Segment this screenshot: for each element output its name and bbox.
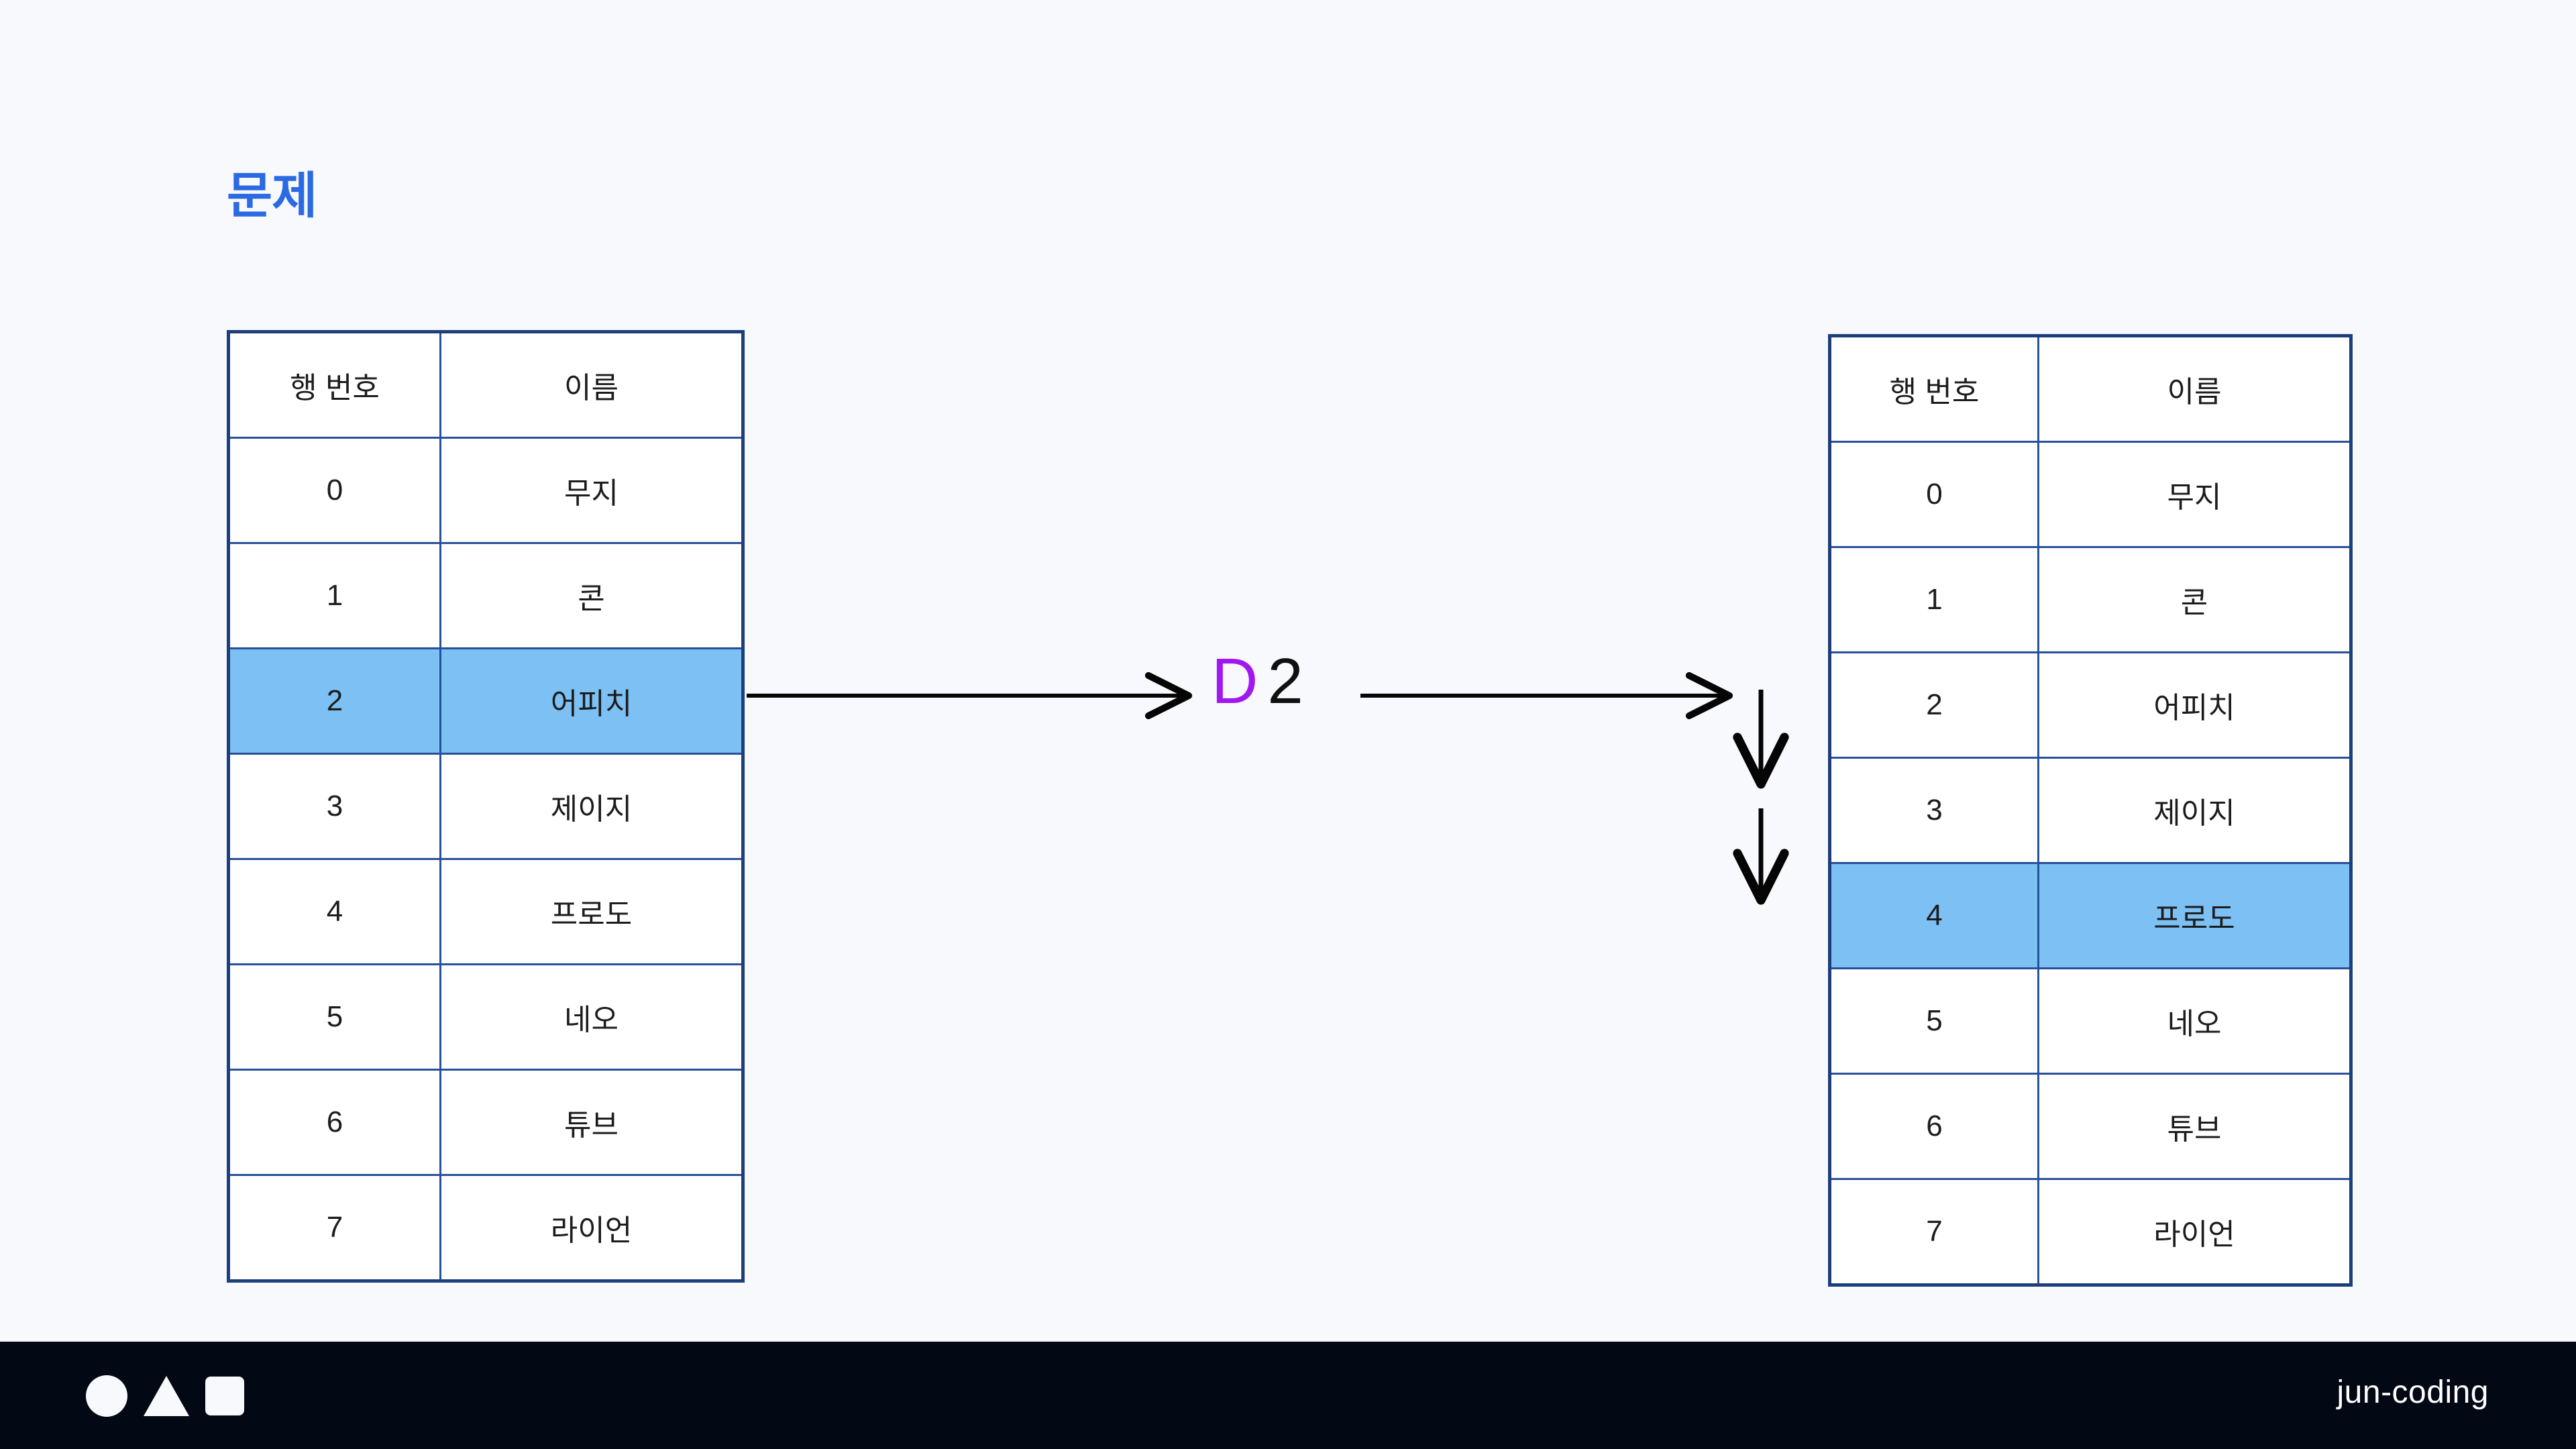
cell-name: 무지 xyxy=(2037,441,2352,548)
cell-name: 프로도 xyxy=(439,858,744,965)
column-header-index: 행 번호 xyxy=(1829,335,2039,443)
cell-name: 콘 xyxy=(439,542,744,649)
cell-name: 제이지 xyxy=(2037,757,2352,864)
column-header-name: 이름 xyxy=(2037,335,2352,443)
cell-name: 어피치 xyxy=(439,647,744,755)
cell-row-index: 5 xyxy=(227,963,441,1071)
cell-name: 튜브 xyxy=(2037,1073,2352,1180)
cell-name: 콘 xyxy=(2037,546,2352,653)
circle-icon xyxy=(86,1375,127,1417)
square-icon xyxy=(205,1377,244,1415)
cell-row-index: 6 xyxy=(1829,1073,2039,1180)
footer-logo xyxy=(86,1375,244,1417)
cell-name: 제이지 xyxy=(439,753,744,860)
cell-name: 어피치 xyxy=(2037,651,2352,759)
cell-row-index: 6 xyxy=(227,1069,441,1176)
brand-label: jun-coding xyxy=(2337,1375,2489,1410)
cell-name: 라이언 xyxy=(439,1174,744,1282)
cell-name: 네오 xyxy=(439,963,744,1071)
cell-row-index: 7 xyxy=(227,1174,441,1282)
cell-row-index: 2 xyxy=(1829,651,2039,759)
cell-name: 무지 xyxy=(439,437,744,544)
cell-row-index: 0 xyxy=(1829,441,2039,548)
cell-name: 프로도 xyxy=(2037,862,2352,969)
cell-name: 네오 xyxy=(2037,967,2352,1075)
page-title: 문제 xyxy=(227,168,317,223)
cell-row-index: 4 xyxy=(1829,862,2039,969)
column-header-name: 이름 xyxy=(439,331,744,439)
cell-row-index: 4 xyxy=(227,858,441,965)
cell-row-index: 1 xyxy=(1829,546,2039,653)
cell-row-index: 2 xyxy=(227,647,441,755)
cell-name: 튜브 xyxy=(439,1069,744,1176)
cell-row-index: 1 xyxy=(227,542,441,649)
cell-row-index: 7 xyxy=(1829,1178,2039,1286)
cell-row-index: 3 xyxy=(1829,757,2039,864)
command-key-glyph: D xyxy=(1212,645,1258,717)
cell-row-index: 0 xyxy=(227,437,441,544)
cell-name: 라이언 xyxy=(2037,1178,2352,1286)
cell-row-index: 3 xyxy=(227,753,441,860)
footer-bar: jun-coding xyxy=(0,1342,2576,1449)
triangle-icon xyxy=(144,1376,189,1416)
command-count-glyph: 2 xyxy=(1267,645,1303,717)
column-header-index: 행 번호 xyxy=(227,331,441,439)
cell-row-index: 5 xyxy=(1829,967,2039,1075)
